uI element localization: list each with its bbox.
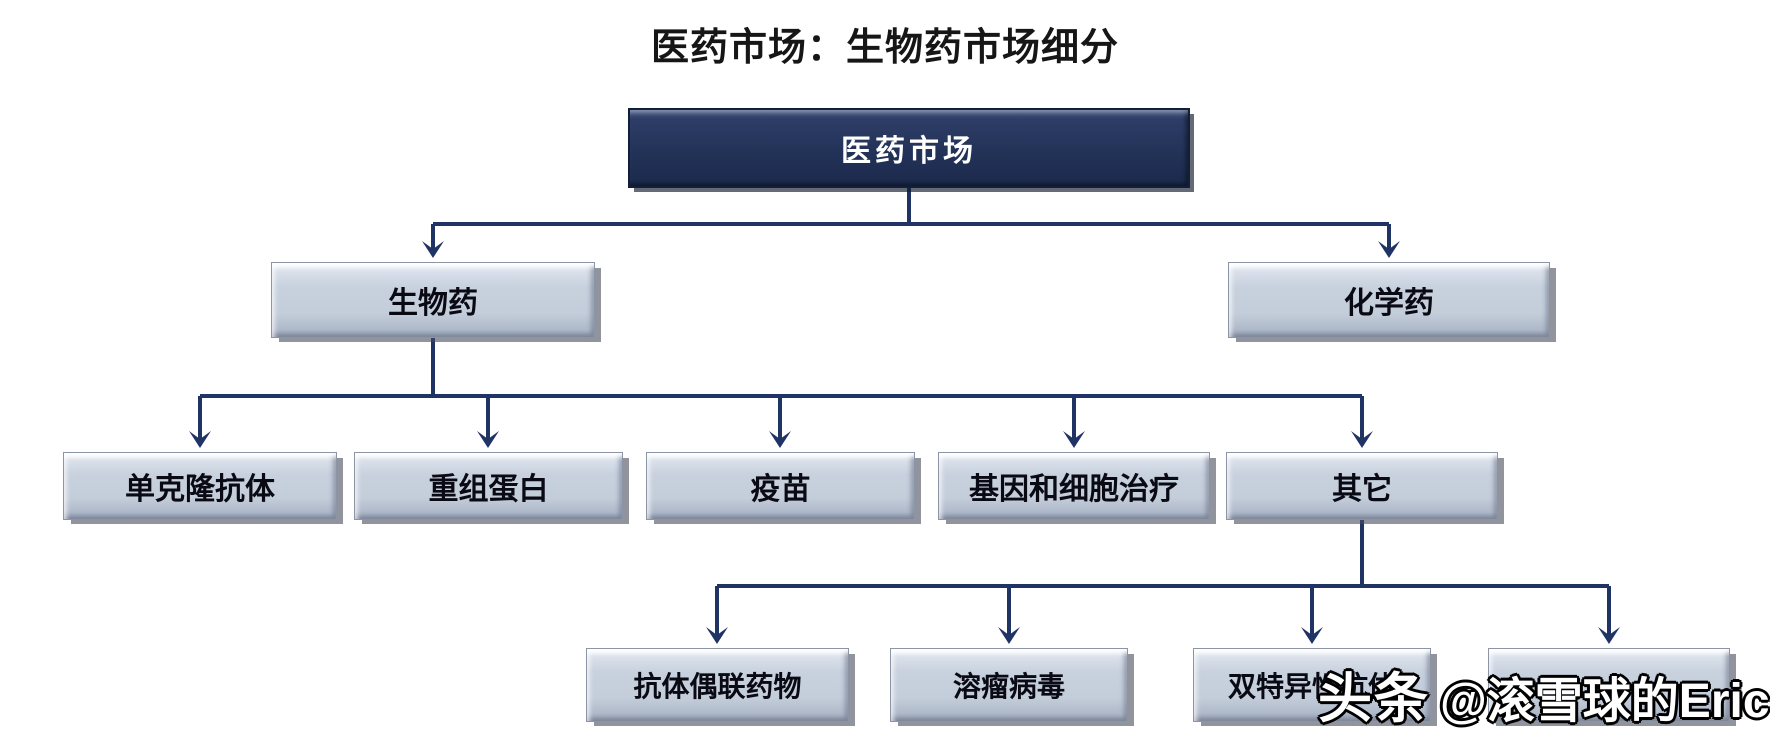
node-gene-cell-therapy: 基因和细胞治疗 (938, 452, 1210, 520)
node-monoclonal-antibody: 单克隆抗体 (63, 452, 337, 520)
node-label: 疫苗 (750, 473, 811, 506)
node-label: 抗体偶联药物 (633, 671, 802, 702)
chart-title: 医药市场：生物药市场细分 (650, 27, 1119, 69)
node-pharma-market: 医药市场 (628, 108, 1190, 188)
node-label: 双特异性抗体 (1227, 671, 1396, 702)
node-label: 单克隆抗体 (125, 473, 275, 506)
node-biologics: 生物药 (271, 262, 595, 338)
node-vaccine: 疫苗 (646, 452, 915, 520)
node-antibody-drug-conjugate: 抗体偶联药物 (586, 648, 849, 722)
node-others: 其它 (1226, 452, 1498, 520)
watermark: 头条@滚雪球的Eric (1318, 654, 1770, 731)
node-recombinant-protein: 重组蛋白 (354, 452, 623, 520)
node-label: 化学药 (1344, 287, 1434, 320)
node-label: 生物药 (388, 287, 478, 320)
node-oncolytic-virus: 溶瘤病毒 (890, 648, 1128, 722)
node-label: 基因和细胞治疗 (969, 473, 1179, 506)
node-label: 溶瘤病毒 (952, 671, 1065, 702)
node-chemical-drugs: 化学药 (1228, 262, 1550, 338)
node-label: 医药市场 (841, 135, 977, 168)
node-label: 重组蛋白 (428, 473, 549, 506)
watermark-handle: @滚雪球的Eric (1440, 675, 1770, 728)
watermark-badge: 头条 (1318, 669, 1430, 729)
node-bispecific-antibody: 双特异性抗体 (1193, 648, 1431, 722)
node-obscured-by-watermark (1488, 648, 1730, 722)
node-label: 其它 (1332, 473, 1392, 506)
